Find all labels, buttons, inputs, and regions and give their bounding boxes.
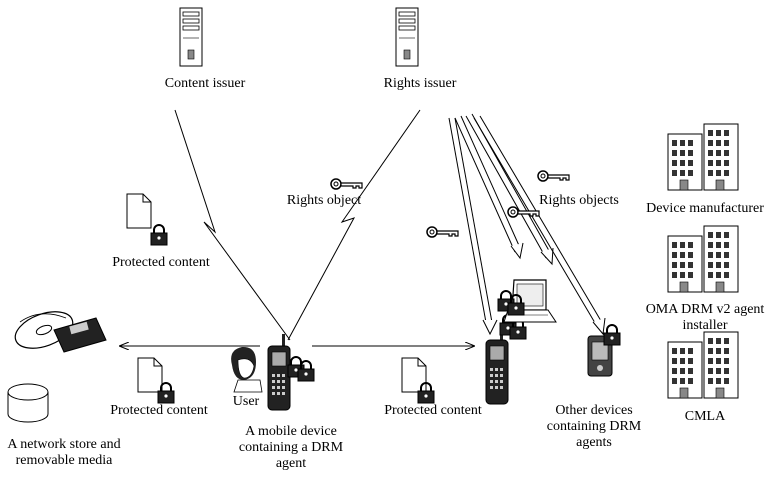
user-label: User: [232, 394, 260, 409]
rights-objects-label: Rights objects: [539, 193, 619, 208]
rights-issuer-link: [287, 109, 421, 341]
pda-icon: [587, 335, 613, 377]
pda-padlock-icon: [603, 324, 621, 346]
protected-content-label-bottom-mid: Protected content: [384, 403, 482, 418]
device-manufacturer-label: Device manufacturer: [646, 201, 764, 216]
padlock-icon-left: [150, 224, 168, 246]
cmla-label: CMLA: [684, 409, 726, 424]
document-icon-left: [126, 193, 152, 229]
content-issuer-label: Content issuer: [164, 76, 246, 91]
key-icon-left: [426, 226, 459, 238]
padlock-icon-bottom-left: [157, 382, 175, 404]
network-storage-icon: [7, 383, 49, 423]
rights-object-label: Rights object: [286, 193, 362, 208]
other-devices-label: Other devices containing DRM agents: [546, 403, 642, 450]
key-icon-right: [537, 170, 570, 182]
content-issuer-server-icon: [179, 7, 203, 67]
cd-floppy-icon: [14, 311, 107, 353]
document-icon-bottom-left: [137, 357, 163, 393]
cmla-building-icon: [667, 331, 739, 399]
content-issuer-link: [174, 109, 291, 341]
user-face-icon: [231, 346, 263, 393]
agent-installer-label: OMA DRM v2 agent installer: [645, 302, 765, 333]
network-store-label: A network store and removable media: [7, 437, 121, 468]
device-manufacturer-building-icon: [667, 123, 739, 191]
agent-installer-building-icon: [667, 225, 739, 293]
rights-arrows: [448, 113, 606, 336]
rights-object-key-icon: [330, 178, 363, 190]
protected-content-label-bottom-left: Protected content: [110, 403, 208, 418]
mobile-phone-icon: [267, 333, 291, 411]
other-phone-icon: [485, 327, 509, 405]
rights-issuer-label: Rights issuer: [383, 76, 457, 91]
document-icon-bottom-mid: [401, 357, 427, 393]
phone-padlock-icon-2: [297, 360, 315, 382]
mobile-device-label: A mobile device containing a DRM agent: [238, 424, 344, 471]
rights-issuer-server-icon: [395, 7, 419, 67]
protected-content-label-left: Protected content: [112, 255, 210, 270]
